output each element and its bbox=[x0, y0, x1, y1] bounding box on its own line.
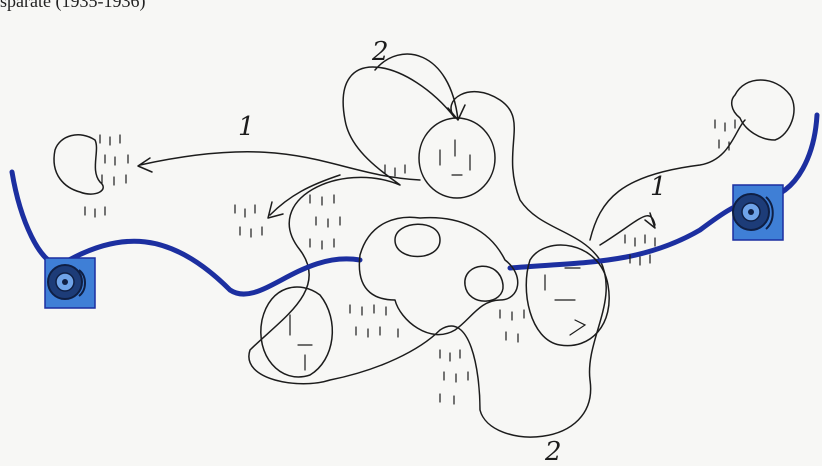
path-1-right-curve bbox=[590, 120, 745, 240]
crosshatch-zone-upper bbox=[395, 224, 440, 256]
path-1-left-arrow bbox=[138, 152, 420, 180]
tick-clusters bbox=[85, 120, 735, 404]
circle-marks bbox=[290, 140, 585, 370]
crosshatch-zone-lower bbox=[465, 266, 503, 301]
right-hatched-blob bbox=[732, 80, 794, 140]
path-label-2-bottom: 2 bbox=[544, 437, 562, 466]
upper-circle bbox=[419, 118, 495, 198]
tire-icon bbox=[45, 258, 95, 308]
path-1-right-arrow bbox=[600, 213, 655, 245]
loop-path-2 bbox=[249, 67, 606, 437]
right-circle bbox=[526, 245, 609, 346]
left-hatched-blob bbox=[54, 135, 103, 194]
path-label-2-top: 2 bbox=[371, 37, 389, 67]
left-lower-circle bbox=[261, 287, 333, 377]
path-label-1-left: 1 bbox=[238, 112, 255, 142]
path-label-1-right: 1 bbox=[650, 172, 667, 202]
tire-icon-right bbox=[733, 185, 783, 240]
